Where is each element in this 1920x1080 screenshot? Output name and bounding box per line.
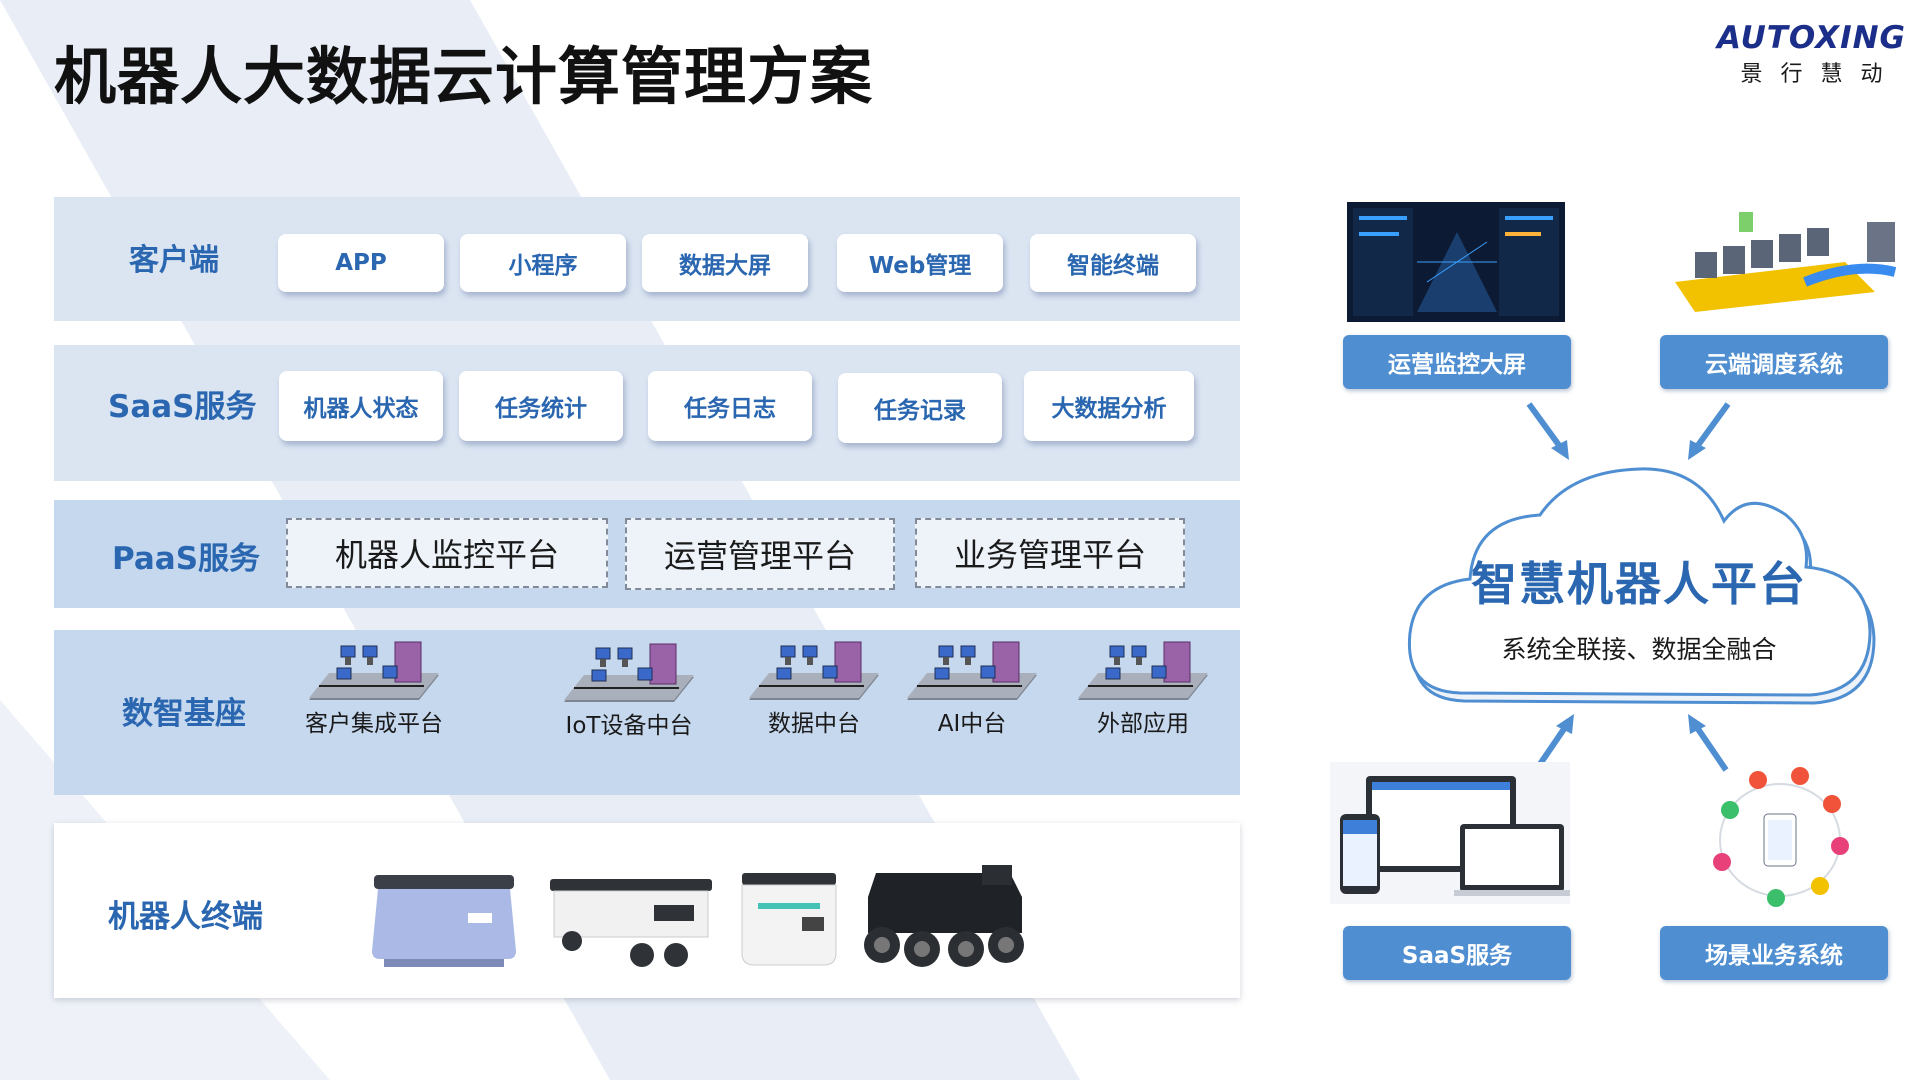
layer-label-foundation: 数智基座 xyxy=(122,696,246,732)
saas-item-task-record[interactable]: 任务记录 xyxy=(838,373,1002,443)
saas-service-button[interactable]: SaaS服务 xyxy=(1343,926,1571,980)
foundation-label: 外部应用 xyxy=(1097,711,1189,737)
saas-item-big-data-analysis[interactable]: 大数据分析 xyxy=(1024,371,1194,441)
foundation-node-ai-platform[interactable]: AI中台 xyxy=(897,640,1047,738)
saas-item-task-stats[interactable]: 任务统计 xyxy=(459,371,623,441)
foundation-label: 客户集成平台 xyxy=(305,711,443,737)
saas-item-robot-status[interactable]: 机器人状态 xyxy=(279,371,443,441)
foundation-node-external-apps[interactable]: 外部应用 xyxy=(1068,640,1218,738)
client-item-miniprogram[interactable]: 小程序 xyxy=(460,234,626,292)
cloud-dispatch-button[interactable]: 云端调度系统 xyxy=(1660,335,1888,389)
page-title: 机器人大数据云计算管理方案 xyxy=(54,40,874,113)
layer-paas: PaaS服务 机器人监控平台 运营管理平台 业务管理平台 xyxy=(54,500,1240,608)
foundation-label: 数据中台 xyxy=(768,711,860,737)
foundation-node-customer-integration[interactable]: 客户集成平台 xyxy=(299,640,449,738)
arrow-down-right-icon xyxy=(1526,402,1569,460)
layer-label-terminal: 机器人终端 xyxy=(108,899,263,935)
foundation-node-iot-platform[interactable]: IoT设备中台 xyxy=(554,642,704,740)
arrow-down-left-icon xyxy=(1688,402,1731,460)
robot-flat-white-icon xyxy=(550,879,712,967)
scene-business-button[interactable]: 场景业务系统 xyxy=(1660,926,1888,980)
saas-item-task-log[interactable]: 任务日志 xyxy=(648,371,812,441)
layer-foundation: 数智基座 客户集成平台 IoT设备中台 xyxy=(54,630,1240,795)
robot-offroad-black-icon xyxy=(864,865,1024,967)
foundation-label: AI中台 xyxy=(937,711,1007,737)
layer-client: 客户端 APP 小程序 数据大屏 Web管理 智能终端 xyxy=(54,197,1240,321)
saas-devices-image xyxy=(1330,762,1570,904)
client-item-web-admin[interactable]: Web管理 xyxy=(837,234,1003,292)
logo-chinese: 景行慧动 xyxy=(1740,62,1901,87)
layer-label-client: 客户端 xyxy=(129,243,219,278)
layer-saas: SaaS服务 机器人状态 任务统计 任务日志 任务记录 大数据分析 xyxy=(54,345,1240,481)
network-server-icon xyxy=(749,641,879,700)
logo-brand: AUTOXING xyxy=(1717,20,1906,56)
dashboard-screen-image xyxy=(1347,202,1565,322)
paas-item-operations[interactable]: 运营管理平台 xyxy=(625,518,895,590)
monitor-dashboard-button[interactable]: 运营监控大屏 xyxy=(1343,335,1571,389)
arrow-up-left-icon xyxy=(1688,714,1729,772)
network-server-icon xyxy=(564,643,694,702)
layer-label-paas: PaaS服务 xyxy=(112,541,261,577)
company-logo: AUTOXING 景行慧动 xyxy=(1717,20,1906,88)
scene-business-image xyxy=(1713,767,1849,907)
client-item-app[interactable]: APP xyxy=(278,234,444,292)
cloud-title: 智慧机器人平台 xyxy=(1471,557,1807,611)
network-server-icon xyxy=(907,641,1037,700)
foundation-node-data-platform[interactable]: 数据中台 xyxy=(739,640,889,738)
client-item-data-screen[interactable]: 数据大屏 xyxy=(642,234,808,292)
robot-lift-blue-icon xyxy=(372,875,516,967)
layer-terminal: 机器人终端 xyxy=(54,823,1240,998)
robot-round-white-icon xyxy=(741,873,837,966)
paas-item-robot-monitor[interactable]: 机器人监控平台 xyxy=(286,518,608,588)
cloud-dispatch-image xyxy=(1675,212,1897,312)
network-server-icon xyxy=(309,641,439,700)
network-server-icon xyxy=(1078,641,1208,700)
layer-label-saas: SaaS服务 xyxy=(108,389,257,425)
foundation-label: IoT设备中台 xyxy=(565,713,693,739)
client-item-smart-terminal[interactable]: 智能终端 xyxy=(1030,234,1196,292)
cloud-subtitle: 系统全联接、数据全融合 xyxy=(1501,635,1777,664)
cloud-shape xyxy=(1407,467,1876,705)
paas-item-business[interactable]: 业务管理平台 xyxy=(915,518,1185,588)
